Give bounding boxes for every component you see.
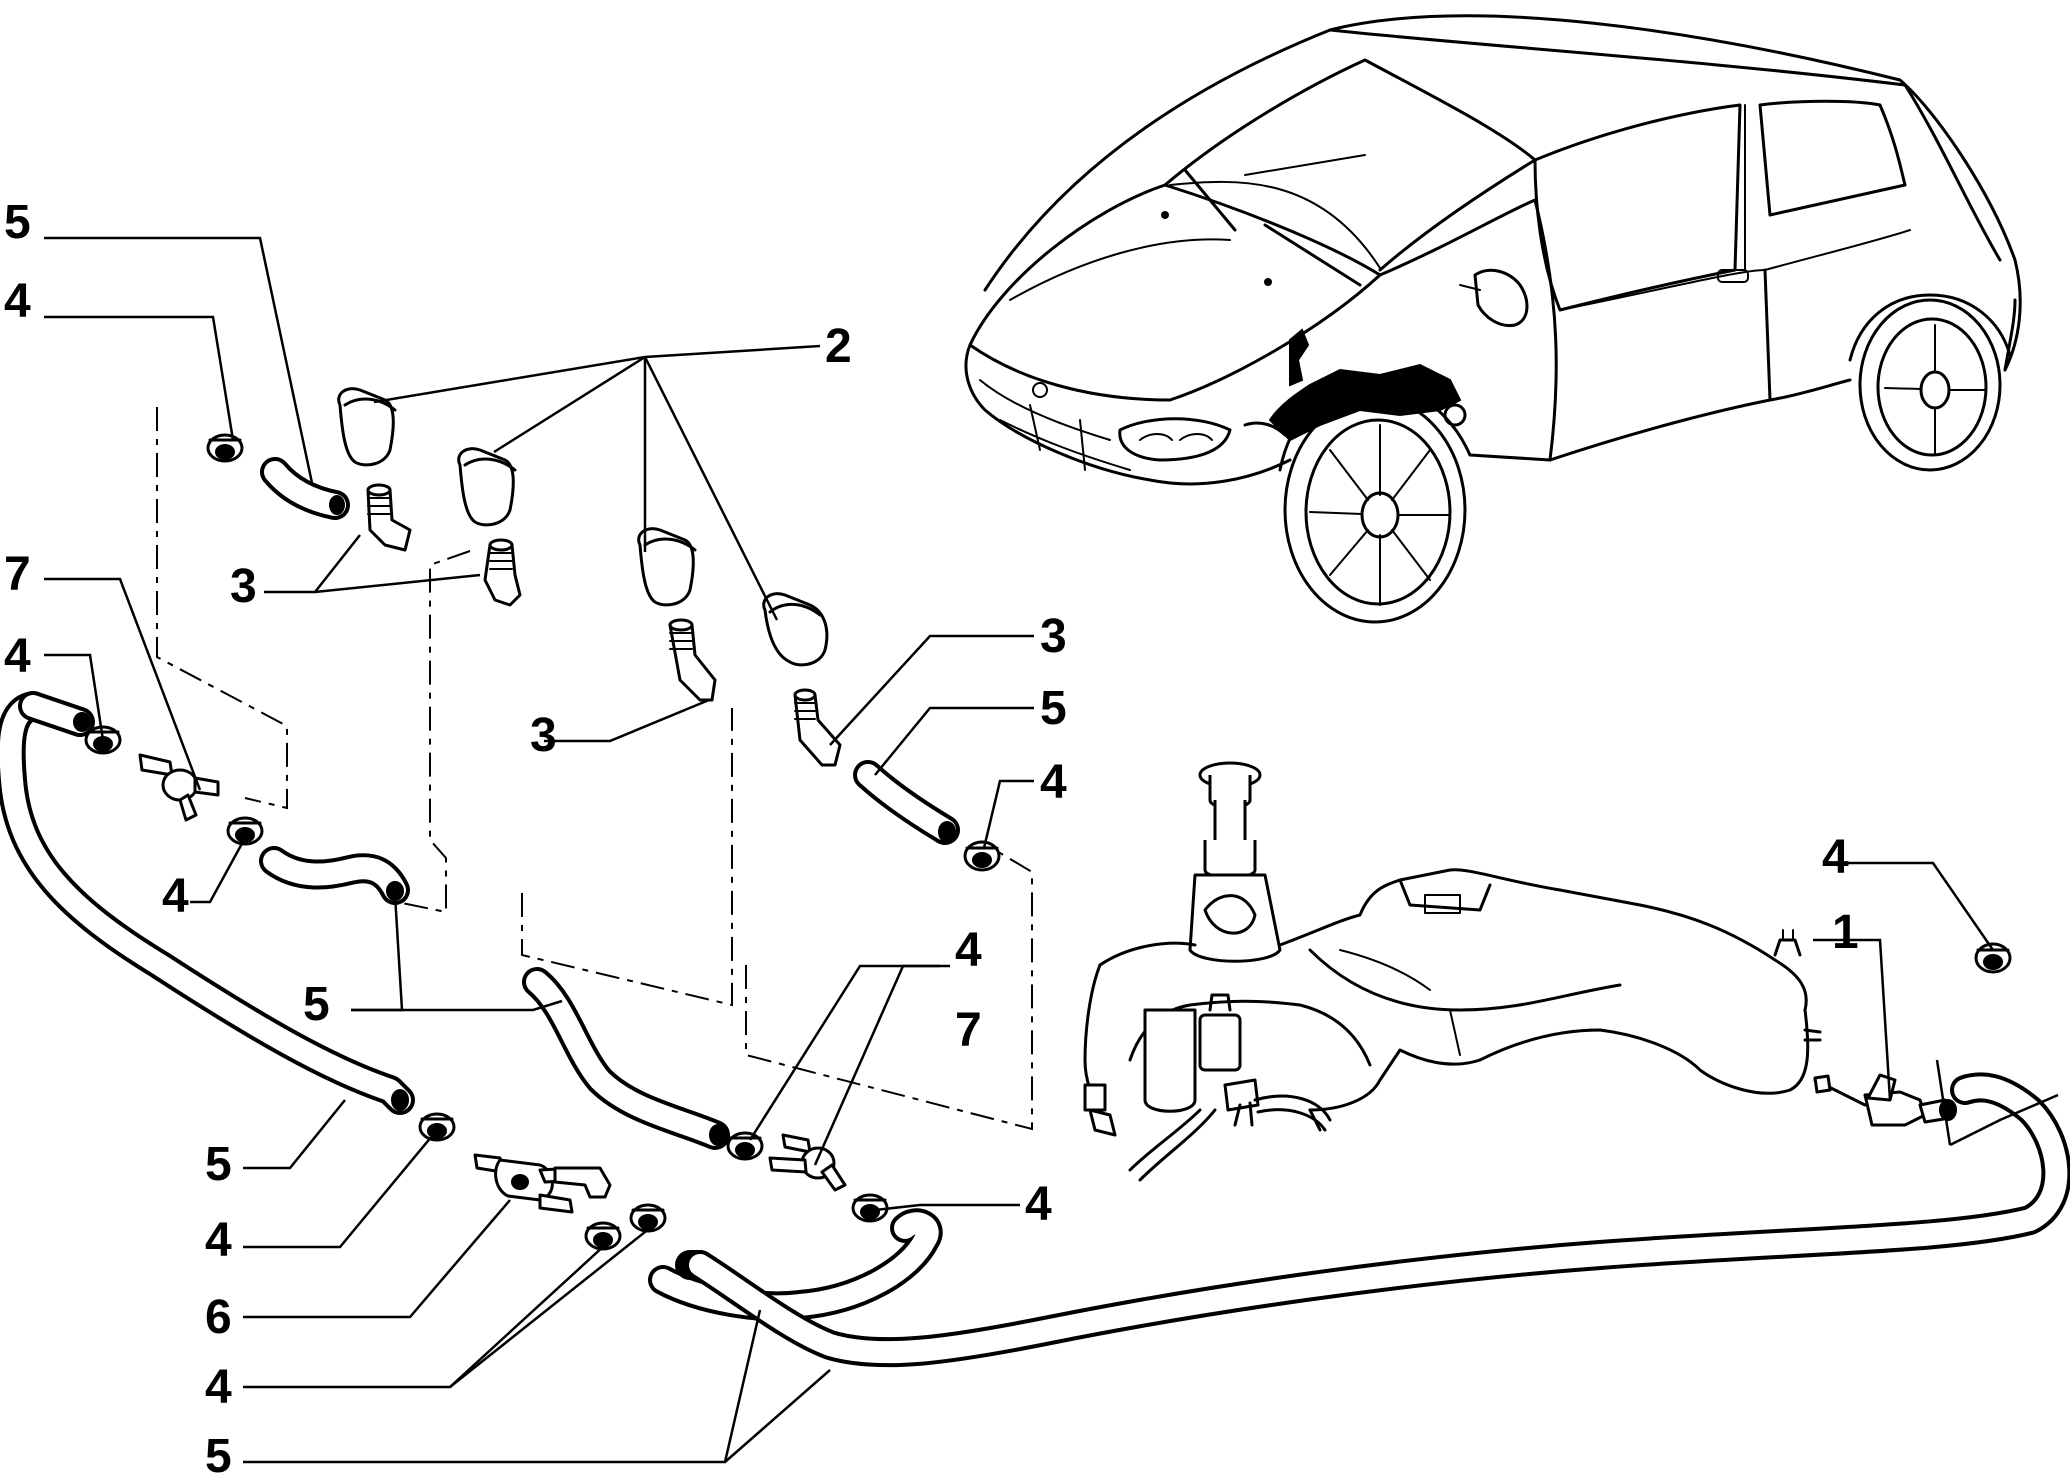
nozzle-cap-4 <box>762 592 829 667</box>
callout-4: 4 <box>1025 1178 1052 1231</box>
nozzle-cap-2 <box>457 447 517 527</box>
clamp-9 <box>584 1221 622 1251</box>
clamps <box>84 433 2012 1251</box>
nozzle-3 <box>668 618 717 702</box>
callout-3: 3 <box>530 709 557 762</box>
callout-4: 4 <box>205 1214 232 1267</box>
nozzle-cap-1 <box>337 387 397 467</box>
connector-6 <box>473 1153 612 1214</box>
callout-7: 7 <box>4 548 31 601</box>
leader-1 <box>44 236 314 484</box>
clamp-3 <box>226 816 264 846</box>
callout-4: 4 <box>205 1361 232 1414</box>
callout-2: 2 <box>825 320 852 373</box>
connectors <box>138 753 1957 1214</box>
hoses <box>0 457 2070 1368</box>
car-illustration <box>964 14 2022 624</box>
clamp-4 <box>963 840 1001 872</box>
callout-4: 4 <box>955 924 982 977</box>
callout-4: 4 <box>4 275 31 328</box>
nozzle-2 <box>483 538 522 607</box>
callout-5: 5 <box>1040 682 1067 735</box>
callout-5: 5 <box>4 196 31 249</box>
nozzle-1 <box>366 483 412 552</box>
leader-2 <box>44 315 235 441</box>
nozzles <box>366 483 842 767</box>
callout-labels: 5 4 2 7 3 4 4 3 3 5 4 4 1 4 7 5 5 4 4 6 … <box>4 196 1859 1473</box>
callout-5: 5 <box>303 978 330 1031</box>
callout-5: 5 <box>205 1138 232 1191</box>
callout-3: 3 <box>1040 610 1067 663</box>
clamp-5 <box>1974 942 2012 974</box>
valve-7-right <box>768 1133 847 1192</box>
clamp-7 <box>726 1131 764 1161</box>
nozzle-caps <box>337 387 829 667</box>
callout-7: 7 <box>955 1004 982 1057</box>
valve-7-left <box>138 753 220 822</box>
washer-reservoir <box>1083 761 1822 1182</box>
nozzle-cap-3 <box>637 527 697 607</box>
callout-1: 1 <box>1832 906 1859 959</box>
callout-4: 4 <box>1822 831 1849 884</box>
assembly-lines <box>156 407 1033 1131</box>
clamp-1 <box>206 433 244 463</box>
callout-6: 6 <box>205 1291 232 1344</box>
callout-4: 4 <box>4 630 31 683</box>
callout-4: 4 <box>162 870 189 923</box>
clamp-6 <box>418 1112 456 1142</box>
callout-5: 5 <box>205 1430 232 1473</box>
leader-lines <box>44 236 2059 1464</box>
connector-1 <box>1813 1073 1957 1127</box>
callout-3: 3 <box>230 560 257 613</box>
callout-4: 4 <box>1040 756 1067 809</box>
clamp-10 <box>629 1203 667 1233</box>
nozzle-4 <box>793 688 842 767</box>
